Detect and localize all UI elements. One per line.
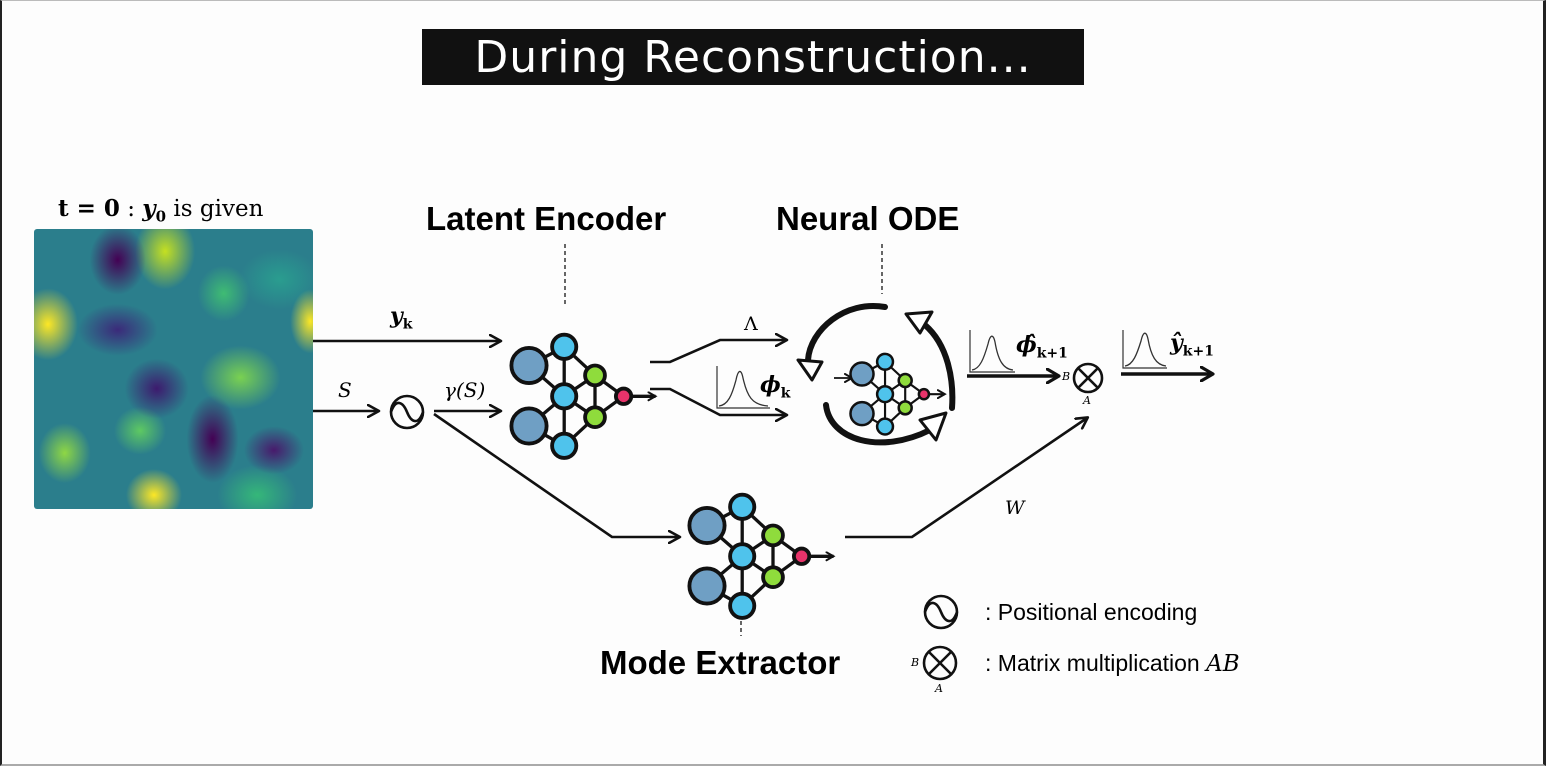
network-node	[728, 591, 757, 620]
network-node	[875, 384, 895, 404]
network-node	[728, 542, 757, 571]
legend-matmul-math: AB	[1206, 651, 1240, 677]
lambda-label: Λ	[744, 313, 758, 335]
network-node	[875, 417, 895, 436]
network-node	[613, 386, 634, 406]
network-node	[728, 492, 757, 521]
mode-extractor-heading: Mode Extractor	[600, 644, 841, 681]
phi-hat-subscript: k+1	[1036, 345, 1068, 362]
network-node	[761, 523, 785, 548]
network-node	[849, 361, 875, 387]
is-given-text: is given	[166, 196, 264, 222]
legend-a-symbol: A	[935, 682, 943, 695]
phi-k-arrow	[650, 387, 786, 415]
network-node	[875, 352, 895, 371]
y-hat-symbol: ŷ	[1170, 330, 1183, 356]
lambda-symbol: Λ	[744, 313, 758, 335]
phi-k-distribution-icon	[716, 366, 770, 409]
separator: :	[119, 196, 143, 222]
network-node	[897, 400, 913, 416]
yk-symbol: y	[390, 303, 403, 329]
y0-subscript: 0	[155, 207, 167, 226]
phi-k-label: ϕk	[760, 372, 790, 401]
network-node	[687, 566, 727, 606]
yk-subscript: k	[402, 316, 413, 333]
legend-matrix-multiplication-icon	[922, 645, 958, 681]
neural-ode-heading: Neural ODE	[776, 200, 960, 237]
legend-positional-encoding-label: : Positional encoding	[985, 599, 1198, 625]
y0-symbol: y	[142, 195, 156, 222]
legend-matrix-multiplication-label: : Matrix multiplication AB	[985, 650, 1240, 677]
network-node	[550, 382, 579, 411]
w-symbol: W	[1005, 497, 1025, 519]
yk-label: yk	[390, 303, 413, 332]
neural-ode-network-icon	[849, 352, 944, 436]
phi-hat-distribution-icon	[969, 330, 1015, 373]
matmul-a-symbol: A	[1083, 394, 1091, 407]
matrix-multiplication-icon	[1072, 362, 1104, 394]
network-node	[509, 345, 549, 386]
w-arrow	[845, 418, 1087, 539]
y-hat-label: ŷk+1	[1170, 330, 1214, 359]
slide-title: During Reconstruction...	[474, 31, 1032, 83]
y-hat-subscript: k+1	[1182, 343, 1214, 360]
network-node	[583, 405, 607, 430]
s-symbol: S	[338, 378, 352, 402]
latent-encoder-network-icon	[509, 332, 655, 460]
ode-loop-arrows-icon	[796, 302, 956, 446]
network-node	[791, 546, 812, 566]
w-label: W	[1005, 497, 1025, 519]
initial-condition-label: t = 0 : y0 is given	[58, 195, 263, 226]
lambda-arrow	[650, 340, 786, 364]
phi-hat-label: ϕ̂k+1	[1016, 332, 1068, 361]
network-node	[509, 406, 549, 446]
matmul-a-label: A	[1083, 394, 1091, 407]
gamma-s-label: γ(S)	[444, 378, 485, 402]
time-label: t = 0	[58, 195, 120, 222]
phi-k-symbol: ϕ	[760, 372, 781, 398]
legend-a-label: A	[935, 682, 943, 695]
phi-hat-symbol: ϕ̂	[1016, 332, 1037, 358]
initial-field-heatmap	[34, 229, 313, 509]
y-hat-distribution-icon	[1122, 330, 1167, 369]
phi-k-subscript: k	[780, 385, 791, 402]
network-node	[917, 387, 931, 401]
legend-b-label: B	[911, 656, 919, 669]
legend-positional-encoding-icon	[923, 594, 959, 630]
network-node	[761, 565, 785, 590]
latent-encoder-heading: Latent Encoder	[426, 200, 667, 237]
matmul-b-symbol: B	[1062, 370, 1071, 383]
slide-title-banner: During Reconstruction...	[422, 29, 1084, 85]
gamma-s-to-mode-extractor-arrow	[433, 412, 679, 537]
gamma-s-symbol: γ(S)	[444, 378, 486, 402]
network-node	[687, 505, 727, 546]
positional-encoding-icon	[389, 394, 425, 430]
network-node	[583, 363, 607, 388]
legend-b-symbol: B	[911, 656, 920, 669]
network-node	[897, 372, 913, 389]
s-label: S	[338, 378, 352, 402]
mode-extractor-network-icon	[687, 492, 833, 620]
matmul-b-label: B	[1062, 370, 1070, 383]
network-node	[849, 400, 875, 427]
network-node	[550, 431, 579, 460]
legend-matmul-text: : Matrix multiplication	[985, 650, 1207, 676]
network-node	[550, 332, 579, 361]
